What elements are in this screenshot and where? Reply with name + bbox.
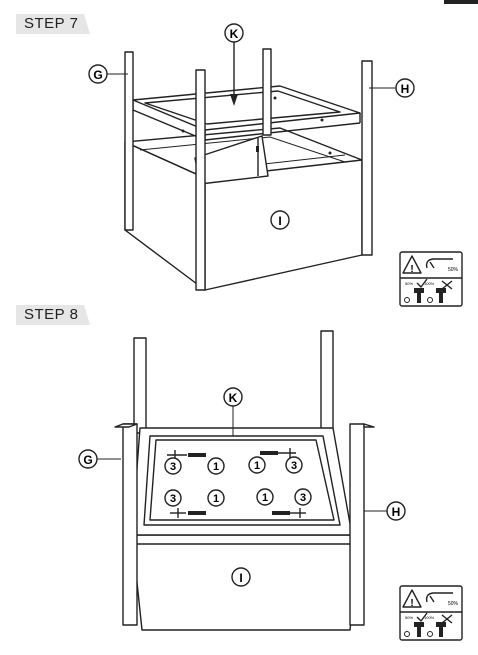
fastener-1-b: 1 [254,460,260,472]
warning-triangle-icon-8 [402,589,422,608]
part-label-i-circle [270,210,290,230]
cross-icon-8 [441,614,453,624]
leg-back-left-8 [133,337,147,434]
part-label-g-circle [88,64,108,84]
bolt-bottom-right [272,511,290,515]
screwdriver-icon [425,258,453,269]
warning-triangle-icon [402,255,422,274]
leg-g-8 [122,423,138,626]
part-label-h-circle [395,78,415,98]
part-label-k-circle [224,23,244,43]
drill-icon-1-8 [404,631,410,637]
part-label-g: G [93,68,102,82]
fastener-1-d: 1 [262,492,268,504]
warning-drill-100: 100% [424,281,435,286]
page-corner-bar [444,0,478,4]
svg-text:!: ! [410,598,413,609]
bolt-top-right [260,451,278,455]
step-7-labels: G H K I [88,23,415,230]
step-8-labels: G H K I 3 1 1 3 3 1 1 3 [78,387,406,587]
part-label-h: H [401,82,410,96]
fastener-1-a: 1 [213,461,219,473]
part-label-i: I [278,214,281,228]
leg-h-8 [349,423,365,626]
fastener-1-c: 1 [213,493,219,505]
leg-back-right [262,48,272,136]
fastener-3-b: 3 [291,460,297,472]
check-icon-8 [416,612,428,622]
drill-icon-2 [427,297,433,303]
cross-icon [441,280,453,290]
leg-g-back [124,51,134,231]
part-label-k-8-circle [223,387,243,407]
part-label-k: K [230,27,239,41]
step-7-title: STEP 7 [16,14,90,34]
part-label-h-8: H [392,505,401,519]
part-label-g-8-circle [78,449,98,469]
part-label-i-8: I [239,571,242,585]
part-label-g-8: G [83,453,92,467]
warning-drill-50-8: 50% [405,615,413,620]
part-label-h-8-circle [386,501,406,521]
leg-front-left [195,69,206,291]
part-label-k-8: K [229,391,238,405]
screwdriver-icon-8 [425,592,453,603]
warning-drill-50: 50% [405,281,413,286]
cabinet-left-face [124,141,206,291]
fastener-3-a: 3 [170,461,176,473]
leg-back-right-8 [320,330,334,431]
warning-torque-50-8: 50% [448,601,459,607]
warning-panel-step-7: ! 50% 50% 100% [399,251,463,307]
step-7-drawing [124,42,373,291]
part-label-i-8-circle [231,567,251,587]
warning-drill-100-8: 100% [424,615,435,620]
drill-icon-2-8 [427,631,433,637]
warning-torque-50: 50% [448,267,459,273]
warning-panel-step-8: ! 50% 50% 100% [399,585,463,641]
check-icon [416,278,428,288]
fastener-3-d: 3 [300,492,306,504]
svg-text:!: ! [410,264,413,275]
fastener-3-c: 3 [170,493,176,505]
step-8-title: STEP 8 [16,305,90,325]
leg-h [361,60,373,256]
drill-icon-1 [404,297,410,303]
